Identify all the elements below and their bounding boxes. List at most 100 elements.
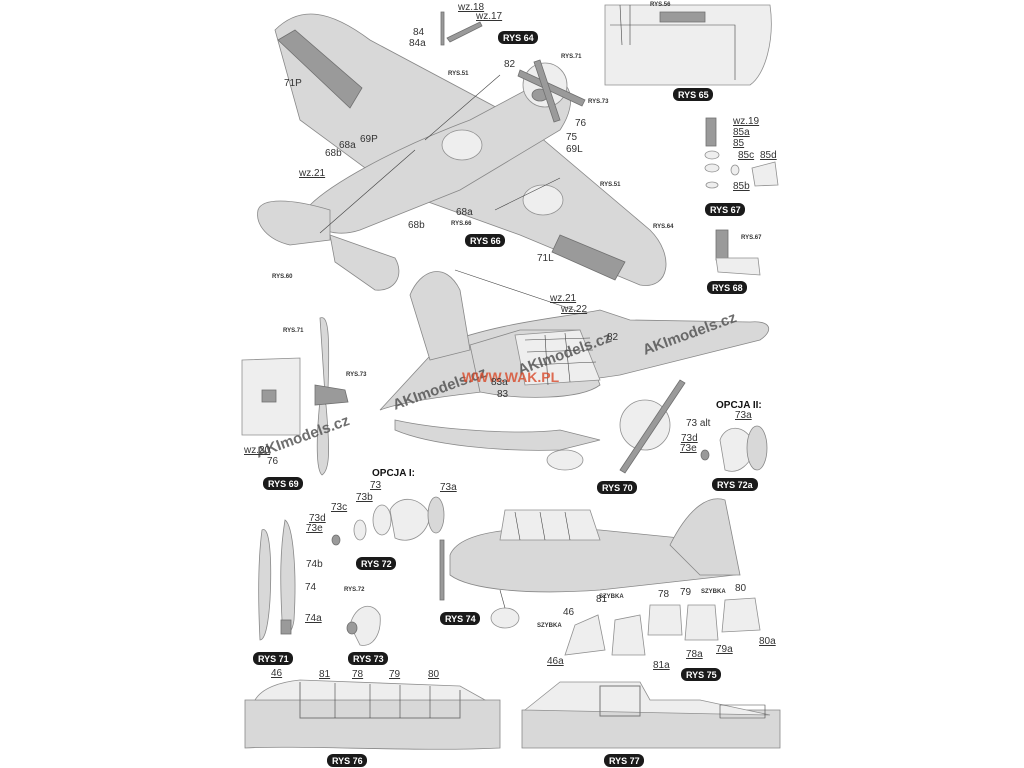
svg-text:SZYBKA: SZYBKA <box>701 589 726 595</box>
svg-text:RYS.71: RYS.71 <box>283 328 304 334</box>
svg-text:78a: 78a <box>686 649 703 660</box>
svg-text:RYS.51: RYS.51 <box>448 71 469 77</box>
svg-text:73a: 73a <box>735 410 752 421</box>
svg-text:RYS 65: RYS 65 <box>678 90 709 100</box>
option-1-heading: OPCJA I: <box>372 468 415 479</box>
svg-text:RYS.56: RYS.56 <box>650 2 671 8</box>
svg-text:RYS 67: RYS 67 <box>710 205 741 215</box>
rys71-blades <box>258 519 296 641</box>
svg-text:46: 46 <box>563 607 575 618</box>
rys75-canopy-frames <box>564 597 761 656</box>
badge-rys67: RYS 67 <box>705 203 745 216</box>
aircraft-bottom-view <box>257 13 667 291</box>
badge-rys72a: RYS 72a <box>712 478 758 491</box>
svg-text:RYS 74: RYS 74 <box>445 614 476 624</box>
svg-text:SZYBKA: SZYBKA <box>599 594 624 600</box>
svg-text:wz.20: wz.20 <box>243 445 271 456</box>
rys72a-spinner <box>700 425 768 472</box>
svg-text:RYS 76: RYS 76 <box>332 756 363 766</box>
option-2-heading: OPCJA II: <box>716 400 762 411</box>
svg-text:wz.22: wz.22 <box>560 304 588 315</box>
svg-text:wz.19: wz.19 <box>732 116 760 127</box>
svg-text:RYS 72a: RYS 72a <box>717 480 754 490</box>
svg-text:83a: 83a <box>491 377 508 388</box>
svg-text:wz.21: wz.21 <box>298 168 326 179</box>
svg-text:wz.17: wz.17 <box>475 11 503 22</box>
svg-text:79: 79 <box>389 669 401 680</box>
reference-labels: RYS.56 RYS.51 RYS.71 RYS.73 RYS.51 RYS.6… <box>272 2 762 629</box>
badge-rys76: RYS 76 <box>327 754 367 767</box>
svg-text:79a: 79a <box>716 644 733 655</box>
svg-text:73e: 73e <box>306 523 323 534</box>
svg-text:82: 82 <box>607 332 619 343</box>
svg-text:85: 85 <box>733 138 745 149</box>
svg-text:RYS.64: RYS.64 <box>653 224 674 230</box>
svg-text:75: 75 <box>566 132 578 143</box>
badge-rys69: RYS 69 <box>263 477 303 490</box>
svg-text:81: 81 <box>319 669 331 680</box>
svg-text:RYS 70: RYS 70 <box>602 483 633 493</box>
svg-text:68a: 68a <box>456 207 473 218</box>
svg-text:80a: 80a <box>759 636 776 647</box>
svg-text:RYS 73: RYS 73 <box>353 654 384 664</box>
svg-text:71L: 71L <box>537 253 554 264</box>
svg-text:74: 74 <box>305 582 317 593</box>
part-84-detail <box>440 11 483 46</box>
svg-text:85a: 85a <box>733 127 750 138</box>
badge-rys68: RYS 68 <box>707 281 747 294</box>
aircraft-top-view <box>379 269 770 474</box>
svg-text:73a: 73a <box>440 482 457 493</box>
svg-text:73: 73 <box>370 480 382 491</box>
svg-text:78: 78 <box>658 589 670 600</box>
svg-text:RYS.73: RYS.73 <box>588 99 609 105</box>
svg-text:73b: 73b <box>356 492 373 503</box>
svg-text:wz.18: wz.18 <box>457 2 485 13</box>
svg-text:73c: 73c <box>331 502 347 513</box>
svg-text:68b: 68b <box>408 220 425 231</box>
svg-text:RYS 72: RYS 72 <box>361 559 392 569</box>
svg-text:RYS.71: RYS.71 <box>561 54 582 60</box>
svg-text:85d: 85d <box>760 150 777 161</box>
rys76-fuselage <box>244 679 501 750</box>
svg-text:73d: 73d <box>681 433 698 444</box>
badge-rys71: RYS 71 <box>253 652 293 665</box>
svg-text:79: 79 <box>680 587 692 598</box>
svg-text:RYS.73: RYS.73 <box>346 372 367 378</box>
svg-text:76: 76 <box>267 456 279 467</box>
svg-text:73d: 73d <box>309 513 326 524</box>
svg-text:80: 80 <box>735 583 747 594</box>
badge-rys73: RYS 73 <box>348 652 388 665</box>
svg-text:SZYBKA: SZYBKA <box>537 623 562 629</box>
svg-text:RYS.66: RYS.66 <box>451 221 472 227</box>
rys77-fuselage <box>521 681 781 749</box>
svg-text:RYS 64: RYS 64 <box>503 33 534 43</box>
svg-text:RYS 68: RYS 68 <box>712 283 743 293</box>
svg-text:83: 83 <box>497 389 509 400</box>
svg-text:84: 84 <box>413 27 425 38</box>
svg-text:81a: 81a <box>653 660 670 671</box>
rys65-gun-detail <box>604 4 772 86</box>
svg-text:RYS 69: RYS 69 <box>268 479 299 489</box>
svg-text:78: 78 <box>352 669 364 680</box>
svg-text:RYS.51: RYS.51 <box>600 182 621 188</box>
svg-text:85c: 85c <box>738 150 754 161</box>
svg-text:74b: 74b <box>306 559 323 570</box>
svg-text:84a: 84a <box>409 38 426 49</box>
rys73-spinner <box>346 605 381 646</box>
badge-rys74: RYS 74 <box>440 612 480 625</box>
rys74-side-view <box>439 498 741 629</box>
svg-text:RYS 75: RYS 75 <box>686 670 717 680</box>
svg-text:46: 46 <box>271 668 283 679</box>
svg-text:RYS.72: RYS.72 <box>344 587 365 593</box>
svg-text:73e: 73e <box>680 443 697 454</box>
svg-text:76: 76 <box>575 118 587 129</box>
badge-rys75: RYS 75 <box>681 668 721 681</box>
svg-text:46a: 46a <box>547 656 564 667</box>
badge-rys66: RYS 66 <box>465 234 505 247</box>
badge-rys77: RYS 77 <box>604 754 644 767</box>
svg-text:69L: 69L <box>566 144 583 155</box>
svg-text:71P: 71P <box>284 78 302 89</box>
svg-text:RYS.67: RYS.67 <box>741 235 762 241</box>
badge-rys65: RYS 65 <box>673 88 713 101</box>
svg-text:69P: 69P <box>360 134 378 145</box>
